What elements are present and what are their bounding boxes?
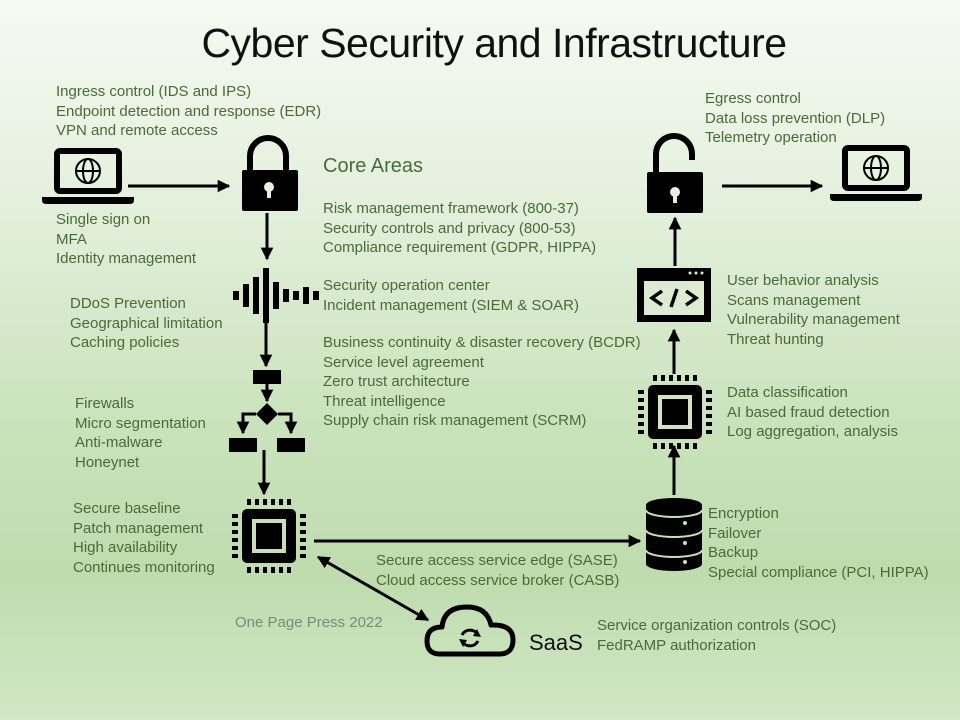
page-title: Cyber Security and Infrastructure bbox=[201, 20, 787, 66]
flowchart-icon bbox=[229, 370, 305, 452]
code-window-icon bbox=[637, 268, 711, 322]
list-item: Firewalls bbox=[75, 395, 135, 412]
list-item: Endpoint detection and response (EDR) bbox=[56, 102, 322, 120]
list-item: Honeynet bbox=[75, 453, 140, 471]
soundwave-icon bbox=[233, 268, 319, 323]
list-item: Secure access service edge (SASE) bbox=[376, 552, 618, 569]
lock-closed-icon bbox=[242, 135, 298, 211]
list-item: Data loss prevention (DLP) bbox=[705, 109, 886, 127]
list-item: Special compliance (PCI, HIPPA) bbox=[708, 563, 929, 581]
identity-list: Single sign on MFA Identity management bbox=[56, 210, 196, 269]
list-item: Service level agreement bbox=[323, 353, 484, 371]
list-item: Telemetry operation bbox=[705, 129, 837, 146]
list-item: Log aggregation, analysis bbox=[727, 423, 898, 440]
lock-open-icon bbox=[647, 133, 703, 213]
list-item: Incident management (SIEM & SOAR) bbox=[323, 296, 579, 314]
list-item: Security controls and privacy (800-53) bbox=[323, 219, 576, 237]
list-item: Micro segmentation bbox=[75, 414, 206, 432]
list-item: Zero trust architecture bbox=[323, 373, 470, 390]
ingress-list: Ingress control (IDS and IPS) Endpoint d… bbox=[56, 82, 321, 141]
list-item: VPN and remote access bbox=[56, 122, 218, 139]
list-item: MFA bbox=[56, 230, 87, 248]
list-item: Failover bbox=[708, 524, 762, 542]
list-item: Egress control bbox=[705, 90, 801, 107]
list-item: Encryption bbox=[708, 505, 779, 522]
storage-list: Encryption Failover Backup Special compl… bbox=[708, 504, 929, 582]
list-item: Geographical limitation bbox=[70, 314, 223, 332]
list-item: Vulnerability management bbox=[727, 311, 900, 328]
list-item: AI based fraud detection bbox=[727, 403, 890, 421]
app-security-list: User behavior analysis Scans management … bbox=[727, 271, 900, 349]
list-item: Caching policies bbox=[70, 334, 180, 351]
credit-text: One Page Press 2022 bbox=[235, 614, 383, 631]
list-item: FedRAMP authorization bbox=[597, 636, 756, 654]
list-item: Business continuity & disaster recovery … bbox=[323, 334, 641, 351]
list-item: Anti-malware bbox=[75, 434, 163, 451]
list-item: Cloud access service broker (CASB) bbox=[376, 571, 620, 589]
sase-list: Secure access service edge (SASE) Cloud … bbox=[376, 551, 619, 590]
list-item: Single sign on bbox=[56, 211, 151, 228]
laptop-icon-right bbox=[830, 145, 922, 201]
list-item: Security operation center bbox=[323, 277, 490, 294]
list-item: Threat hunting bbox=[727, 330, 824, 348]
list-item: Continues monitoring bbox=[73, 558, 215, 576]
list-item: Identity management bbox=[56, 250, 197, 267]
list-item: High availability bbox=[73, 539, 178, 556]
list-item: Backup bbox=[708, 544, 759, 561]
core-areas-group-resilience: Business continuity & disaster recovery … bbox=[323, 333, 641, 431]
cpu-chip-icon-analytics bbox=[638, 375, 712, 449]
database-icon bbox=[645, 498, 703, 571]
globe-icon bbox=[863, 155, 889, 181]
analytics-list: Data classification AI based fraud detec… bbox=[727, 383, 898, 442]
saas-label: SaaS bbox=[529, 630, 583, 655]
saas-list: Service organization controls (SOC) FedR… bbox=[597, 616, 836, 655]
list-item: User behavior analysis bbox=[727, 272, 879, 289]
cpu-chip-icon-compute bbox=[232, 499, 306, 573]
list-item: Data classification bbox=[727, 384, 848, 401]
list-item: Compliance requirement (GDPR, HIPPA) bbox=[323, 239, 597, 256]
list-item: Scans management bbox=[727, 291, 861, 309]
core-areas-group-governance: Risk management framework (800-37) Secur… bbox=[323, 199, 596, 258]
list-item: Threat intelligence bbox=[323, 392, 446, 410]
egress-list: Egress control Data loss prevention (DLP… bbox=[705, 89, 885, 148]
core-areas-group-operations: Security operation center Incident manag… bbox=[323, 276, 579, 315]
cloud-sync-icon bbox=[424, 604, 516, 657]
arrow-compute-cloud-bidirectional bbox=[316, 555, 430, 622]
list-item: Risk management framework (800-37) bbox=[323, 200, 579, 217]
ddos-list: DDoS Prevention Geographical limitation … bbox=[70, 294, 223, 353]
laptop-icon-left bbox=[42, 148, 134, 204]
globe-icon bbox=[75, 158, 101, 184]
compute-list: Secure baseline Patch management High av… bbox=[73, 499, 215, 577]
core-areas-heading: Core Areas bbox=[323, 155, 424, 177]
list-item: Secure baseline bbox=[73, 500, 181, 517]
list-item: Patch management bbox=[73, 519, 204, 537]
list-item: DDoS Prevention bbox=[70, 295, 186, 312]
list-item: Ingress control (IDS and IPS) bbox=[56, 83, 252, 100]
list-item: Service organization controls (SOC) bbox=[597, 617, 837, 634]
list-item: Supply chain risk management (SCRM) bbox=[323, 412, 587, 429]
network-list: Firewalls Micro segmentation Anti-malwar… bbox=[75, 394, 206, 472]
